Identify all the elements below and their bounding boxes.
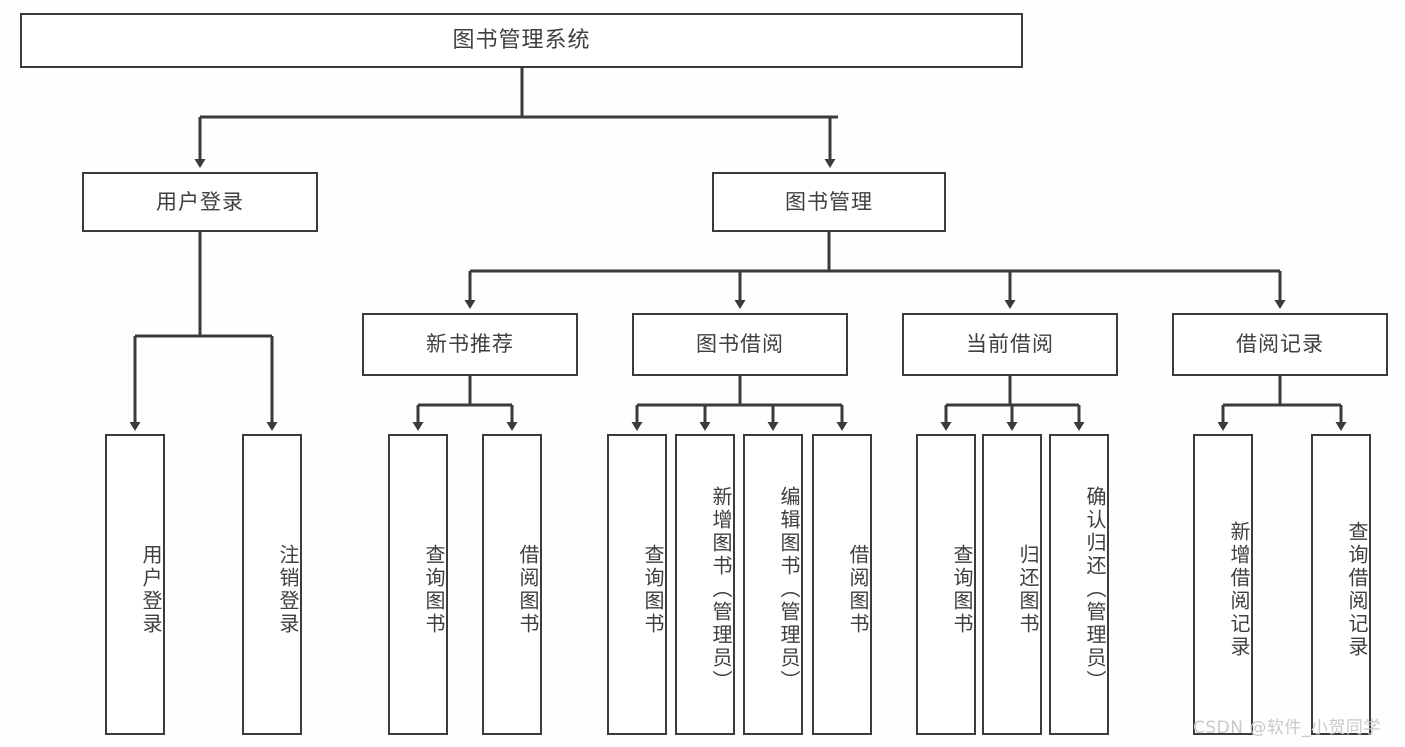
node-leaf-borrow-book-1[interactable]: 借阅图书 — [482, 434, 542, 735]
node-leaf-return-book[interactable]: 归还图书 — [982, 434, 1042, 735]
node-leaf-logout[interactable]: 注销登录 — [242, 434, 302, 735]
node-book-borrow[interactable]: 图书借阅 — [632, 313, 848, 376]
node-leaf-query-record[interactable]: 查询借阅记录 — [1311, 434, 1371, 735]
node-leaf-query-book-2[interactable]: 查询图书 — [607, 434, 667, 735]
node-label: 归还图书 — [1016, 543, 1040, 636]
node-label: 查询借阅记录 — [1345, 520, 1369, 659]
node-label: 注销登录 — [276, 543, 300, 636]
node-label: 用户登录 — [156, 189, 244, 214]
node-leaf-query-book-3[interactable]: 查询图书 — [916, 434, 976, 735]
node-user-login[interactable]: 用户登录 — [82, 172, 318, 232]
node-label: 用户登录 — [139, 543, 163, 636]
node-label: 图书管理 — [785, 189, 873, 214]
node-leaf-confirm-return[interactable]: 确认归还（管理员） — [1049, 434, 1109, 735]
node-label: 查询图书 — [950, 543, 974, 636]
node-label: 图书借阅 — [696, 332, 784, 357]
node-leaf-query-book-1[interactable]: 查询图书 — [388, 434, 448, 735]
node-label: 借阅图书 — [846, 543, 870, 636]
node-label: 借阅图书 — [516, 543, 540, 636]
node-label: 图书管理系统 — [452, 27, 591, 53]
node-leaf-add-record[interactable]: 新增借阅记录 — [1193, 434, 1253, 735]
node-label: 当前借阅 — [966, 332, 1054, 357]
node-root-book-management-system[interactable]: 图书管理系统 — [20, 13, 1023, 68]
node-book-manage[interactable]: 图书管理 — [712, 172, 946, 232]
node-label: 借阅记录 — [1236, 332, 1324, 357]
node-label: 新增借阅记录 — [1227, 520, 1251, 659]
node-label: 查询图书 — [641, 543, 665, 636]
node-label: 新增图书（管理员） — [709, 486, 733, 693]
node-new-book-recommend[interactable]: 新书推荐 — [362, 313, 578, 376]
node-leaf-borrow-book-2[interactable]: 借阅图书 — [812, 434, 872, 735]
node-borrow-record[interactable]: 借阅记录 — [1172, 313, 1388, 376]
node-current-borrow[interactable]: 当前借阅 — [902, 313, 1118, 376]
node-label: 新书推荐 — [426, 332, 514, 357]
node-label: 编辑图书（管理员） — [777, 486, 801, 693]
node-leaf-edit-book[interactable]: 编辑图书（管理员） — [743, 434, 803, 735]
node-leaf-user-login[interactable]: 用户登录 — [105, 434, 165, 735]
node-label: 查询图书 — [422, 543, 446, 636]
node-label: 确认归还（管理员） — [1083, 486, 1107, 693]
csdn-watermark: CSDN @软件_小贺同学 — [1193, 718, 1381, 738]
node-leaf-add-book[interactable]: 新增图书（管理员） — [675, 434, 735, 735]
